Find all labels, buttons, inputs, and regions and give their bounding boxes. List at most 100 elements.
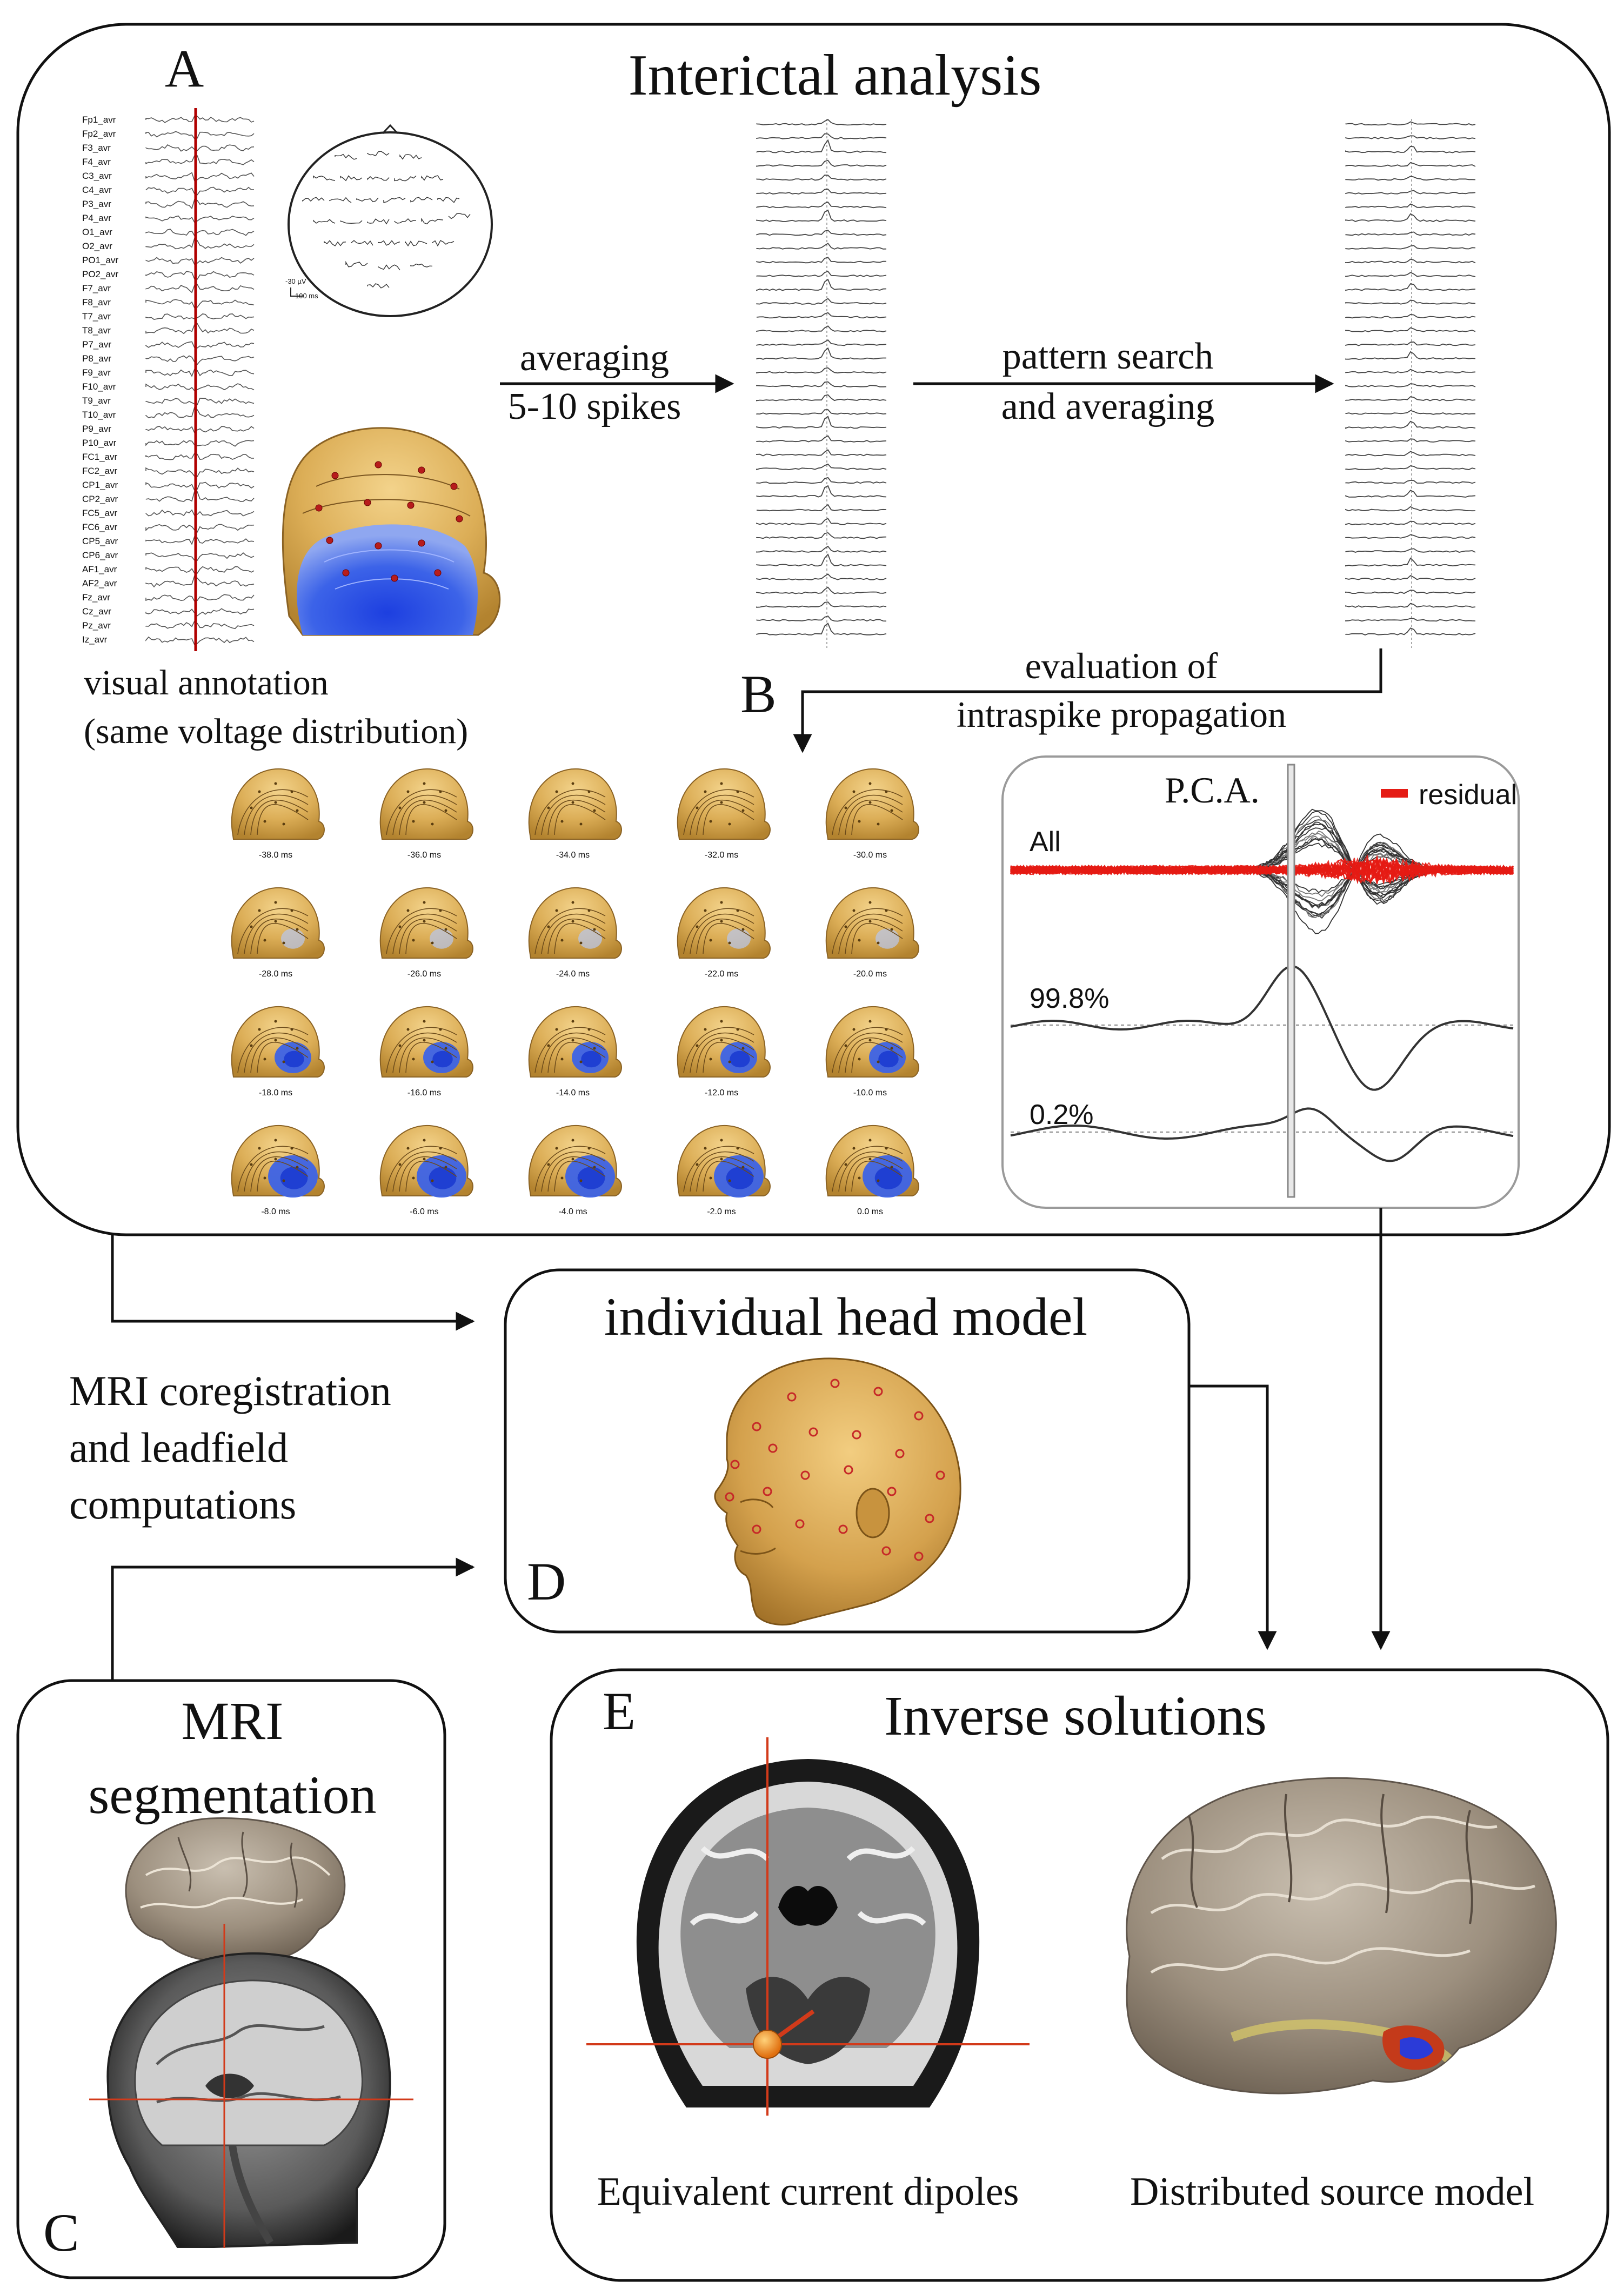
panel-c-title-1: MRI <box>182 1691 284 1751</box>
coregistration-line-1: MRI coregistration <box>69 1367 391 1414</box>
coregistration-line-3: computations <box>69 1481 296 1528</box>
topo-map-time: 0.0 ms <box>857 1207 883 1216</box>
channel-label: P4_avr <box>82 213 111 223</box>
pca-row-pc1-label: 99.8% <box>1030 983 1109 1014</box>
topo-map: -26.0 ms <box>379 887 473 979</box>
panel-e-frame <box>550 1668 1609 2282</box>
channel-label: F4_avr <box>82 157 111 167</box>
channel-label: PO2_avr <box>82 269 118 279</box>
topo-map-time: -18.0 ms <box>259 1088 292 1098</box>
channel-label: O2_avr <box>82 241 112 251</box>
channel-label: Iz_avr <box>82 634 108 645</box>
channel-label: AF1_avr <box>82 564 117 574</box>
topo-map-time: -36.0 ms <box>407 851 441 860</box>
channel-label: Fp1_avr <box>82 115 116 125</box>
channel-label: C4_avr <box>82 185 112 195</box>
pattern-search-label-2: and averaging <box>1001 386 1215 427</box>
channel-label: CP1_avr <box>82 480 118 490</box>
channel-label: FC5_avr <box>82 508 118 518</box>
topo-map-time: -22.0 ms <box>705 969 738 979</box>
topo-map-time: -26.0 ms <box>407 969 441 979</box>
pattern-search-label-1: pattern search <box>1003 336 1214 377</box>
channel-label: P9_avr <box>82 424 111 434</box>
topo-map: -34.0 ms <box>528 768 622 860</box>
channel-label: CP2_avr <box>82 494 118 504</box>
head-electrode-markers <box>725 1379 945 1561</box>
averaging-label-2: 5-10 spikes <box>508 386 681 427</box>
topo-map: -28.0 ms <box>231 887 325 979</box>
channel-labels: Fp1_avrFp2_avrF3_avrF4_avrC3_avrC4_avrP3… <box>82 115 118 645</box>
scale-time: 100 ms <box>295 292 318 300</box>
topo-map-time: -28.0 ms <box>259 969 292 979</box>
channel-label: FC6_avr <box>82 522 118 532</box>
caption-equivalent-dipoles: Equivalent current dipoles <box>597 2170 1019 2214</box>
topo-map: -38.0 ms <box>231 768 325 860</box>
panel-d-letter: D <box>527 1551 566 1611</box>
dipole-marker <box>753 2030 782 2059</box>
channel-label: P3_avr <box>82 199 111 209</box>
topo-map-time: -38.0 ms <box>259 851 292 860</box>
panel-a-letter: A <box>165 38 204 98</box>
channel-label: F8_avr <box>82 297 111 307</box>
distributed-source-cortex <box>1126 1777 1557 2095</box>
pca-waveforms <box>1010 808 1514 1162</box>
channel-label: FC1_avr <box>82 452 118 462</box>
panel-c-letter: C <box>43 2203 79 2263</box>
annotation-line-1: visual annotation <box>84 663 329 702</box>
channel-label: T10_avr <box>82 410 116 420</box>
channel-label: Fp2_avr <box>82 129 116 139</box>
channel-label: Fz_avr <box>82 592 110 603</box>
channel-label: P10_avr <box>82 438 117 448</box>
scale-amplitude: -30 µV <box>285 277 306 285</box>
channel-label: P7_avr <box>82 339 111 350</box>
raw-eeg-traces <box>145 115 255 646</box>
pca-row-all-label: All <box>1030 826 1061 858</box>
channel-label: T7_avr <box>82 311 111 322</box>
topo-map-time: -30.0 ms <box>853 851 887 860</box>
electrode-layout-map: -30 µV 100 ms <box>285 124 493 317</box>
averaging-label-1: averaging <box>520 337 669 379</box>
arrow-c-to-d <box>111 1557 475 1681</box>
panel-a-frame <box>16 23 1611 1236</box>
evaluation-label-1: evaluation of <box>1025 645 1218 686</box>
topo-map-time: -32.0 ms <box>705 851 738 860</box>
channel-label: T8_avr <box>82 325 111 336</box>
evaluation-arrow <box>793 648 1382 753</box>
coronal-mri-dipole <box>586 1737 1030 2116</box>
topo-map: -20.0 ms <box>825 887 919 979</box>
topo-map: -8.0 ms <box>231 1125 325 1216</box>
topo-map-time: -24.0 ms <box>556 969 590 979</box>
topo-map-time: -12.0 ms <box>705 1088 738 1098</box>
topo-map: -36.0 ms <box>379 768 473 860</box>
segmented-brain-surface <box>125 1817 346 1962</box>
panel-d-frame <box>504 1268 1191 1634</box>
channel-label: Pz_avr <box>82 620 111 631</box>
topo-map: -32.0 ms <box>677 768 771 860</box>
head-electrode-markers <box>315 461 463 582</box>
topo-map: -2.0 ms <box>677 1125 771 1216</box>
topo-map-time: -4.0 ms <box>558 1207 587 1216</box>
voltage-head-3d <box>282 427 501 636</box>
panel-e-title: Inverse solutions <box>884 1685 1267 1747</box>
topo-map: -24.0 ms <box>528 887 622 979</box>
topo-map: -30.0 ms <box>825 768 919 860</box>
pattern-averaged-traces <box>1345 119 1476 648</box>
panel-c-title-2: segmentation <box>88 1765 376 1825</box>
topo-map: 0.0 ms <box>825 1125 919 1216</box>
topo-map-time: -14.0 ms <box>556 1088 590 1098</box>
raw-eeg-montage: Fp1_avrFp2_avrF3_avrF4_avrC3_avrC4_avrP3… <box>82 108 255 651</box>
channel-label: FC2_avr <box>82 466 118 476</box>
topo-map: -16.0 ms <box>379 1006 473 1098</box>
topo-map-time: -6.0 ms <box>410 1207 438 1216</box>
topo-map-time: -2.0 ms <box>707 1207 736 1216</box>
averaged-spikes-traces <box>756 119 887 648</box>
annotation-line-2: (same voltage distribution) <box>84 712 468 751</box>
arrow-a-to-d <box>111 1235 475 1331</box>
sagittal-mri-slice <box>89 1924 413 2248</box>
channel-label: Cz_avr <box>82 606 111 617</box>
evaluation-label-2: intraspike propagation <box>957 694 1286 735</box>
coregistration-line-2: and leadfield <box>69 1424 288 1471</box>
topo-map-time: -10.0 ms <box>853 1088 887 1098</box>
channel-label: F3_avr <box>82 143 111 153</box>
